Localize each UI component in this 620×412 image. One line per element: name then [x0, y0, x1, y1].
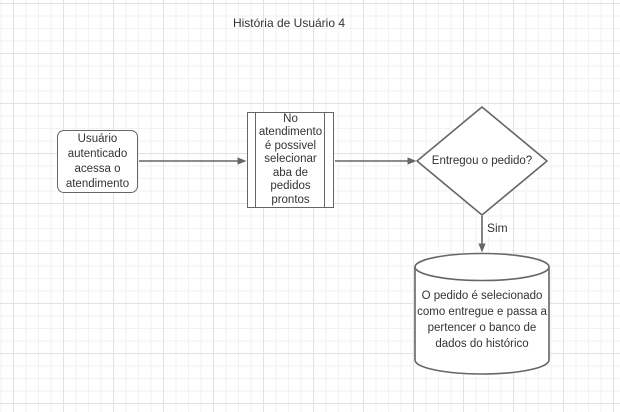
cylinder-top-shape[interactable]	[414, 252, 550, 282]
start-node-label: Usuário autenticado acessa o atendimento	[65, 132, 130, 190]
arrowhead-icon	[237, 157, 247, 165]
decision-node-shape[interactable]	[416, 106, 548, 216]
diamond-shape[interactable]	[416, 106, 548, 216]
decision-node-label: Entregou o pedido?	[431, 155, 533, 167]
cylinder-body-shape[interactable]	[414, 267, 550, 375]
start-node[interactable]: Usuário autenticado acessa o atendimento	[57, 130, 138, 193]
database-node-label: O pedido é selecionado como entregue e p…	[417, 290, 547, 350]
edge-start-to-process[interactable]	[139, 157, 247, 165]
database-node-shape[interactable]	[414, 252, 550, 375]
edge-decision-to-database[interactable]	[478, 216, 486, 253]
process-right-bar	[324, 113, 325, 207]
arrowhead-icon	[478, 243, 486, 253]
diagram-title[interactable]: História de Usuário 4	[232, 16, 346, 30]
edge-process-to-decision[interactable]	[335, 157, 417, 165]
process-left-bar	[254, 113, 256, 207]
edge-label-sim: Sim	[486, 221, 509, 236]
process-node[interactable]: No atendimento é possivel selecionar aba…	[247, 112, 334, 208]
process-node-label: No atendimento é possivel selecionar aba…	[258, 112, 323, 206]
arrowhead-icon	[407, 157, 417, 165]
